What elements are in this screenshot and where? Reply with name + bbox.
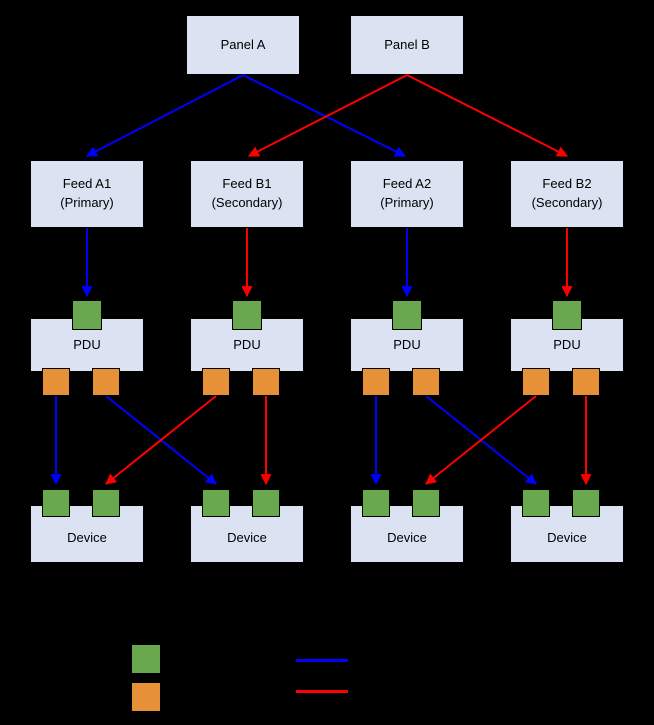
pdu-4-output-port-2	[572, 368, 600, 396]
legend-green-port-swatch	[131, 644, 161, 674]
panel-a-label: Panel A	[220, 36, 266, 52]
pdu-4-input-port	[552, 300, 582, 330]
pdu-3-label: PDU	[393, 336, 421, 352]
pdu-3-output-port-1	[362, 368, 390, 396]
legend-blue-line	[296, 659, 348, 662]
feed-b1-name: Feed B1	[222, 176, 272, 192]
device-1-input-port-2	[92, 489, 120, 517]
legend-orange-port-swatch	[131, 682, 161, 712]
device-3-input-port-2	[412, 489, 440, 517]
pdu-3-input-port	[392, 300, 422, 330]
device-1-label: Device	[67, 530, 107, 546]
legend-red-line	[296, 690, 348, 693]
feed-a2-type: (Primary)	[380, 195, 434, 210]
pdu-2-input-port	[232, 300, 262, 330]
feed-a1-type: (Primary)	[60, 195, 114, 210]
edge-panel-a-feed-a1	[86, 74, 244, 157]
node-feed-a1: Feed A1 (Primary)	[30, 160, 144, 228]
edge-panel-b-feed-b2	[406, 74, 568, 157]
edge-pdu-3-device-4	[425, 395, 537, 485]
device-4-label: Device	[547, 530, 587, 546]
node-pdu-4: PDU	[510, 318, 624, 372]
edge-pdu-1-device-2	[105, 395, 217, 485]
pdu-2-output-port-1	[202, 368, 230, 396]
device-4-input-port-1	[522, 489, 550, 517]
node-feed-b2: Feed B2 (Secondary)	[510, 160, 624, 228]
pdu-2-label: PDU	[233, 336, 261, 352]
feed-a1-name: Feed A1	[62, 176, 112, 192]
device-4-input-port-2	[572, 489, 600, 517]
pdu-1-output-port-2	[92, 368, 120, 396]
pdu-1-input-port	[72, 300, 102, 330]
node-panel-a: Panel A	[186, 15, 300, 75]
edge-pdu-4-device-3	[425, 395, 537, 485]
edge-panel-b-feed-b1	[248, 74, 408, 157]
edge-pdu-2-device-1	[105, 395, 217, 485]
panel-b-label: Panel B	[384, 36, 430, 52]
feed-b2-name: Feed B2	[542, 176, 592, 192]
pdu-4-label: PDU	[553, 336, 581, 352]
pdu-4-output-port-1	[522, 368, 550, 396]
feed-a2-name: Feed A2	[382, 176, 432, 192]
edge-panel-a-feed-a2	[242, 74, 406, 157]
pdu-1-output-port-1	[42, 368, 70, 396]
feed-b2-type: (Secondary)	[531, 195, 603, 210]
device-2-label: Device	[227, 530, 267, 546]
node-panel-b: Panel B	[350, 15, 464, 75]
node-pdu-2: PDU	[190, 318, 304, 372]
node-feed-a2: Feed A2 (Primary)	[350, 160, 464, 228]
node-device-3: Device	[350, 505, 464, 563]
device-2-input-port-2	[252, 489, 280, 517]
pdu-3-output-port-2	[412, 368, 440, 396]
feed-b1-type: (Secondary)	[211, 195, 283, 210]
device-2-input-port-1	[202, 489, 230, 517]
device-1-input-port-1	[42, 489, 70, 517]
device-3-input-port-1	[362, 489, 390, 517]
device-3-label: Device	[387, 530, 427, 546]
node-feed-b1: Feed B1 (Secondary)	[190, 160, 304, 228]
pdu-1-label: PDU	[73, 336, 101, 352]
pdu-2-output-port-2	[252, 368, 280, 396]
